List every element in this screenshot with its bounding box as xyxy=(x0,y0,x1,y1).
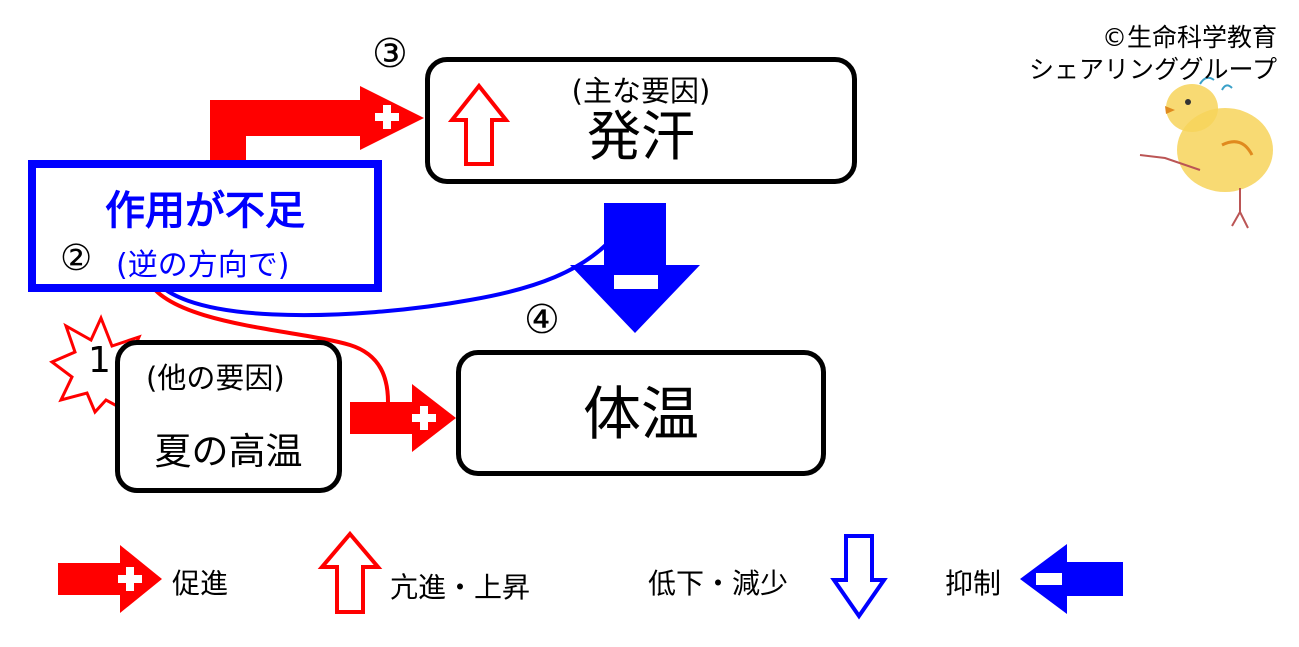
up-arrow-icon xyxy=(448,82,510,166)
legend-suppress-arrow-icon xyxy=(1020,544,1123,614)
promote-link-line xyxy=(146,279,390,403)
temperature-node: 体温 xyxy=(456,350,826,476)
sweat-number: ③ xyxy=(372,31,408,77)
sweat-node: (主な要因) 発汗 xyxy=(425,57,857,184)
temperature-number: ④ xyxy=(524,297,560,343)
legend-up-arrow-icon xyxy=(317,530,383,614)
insufficient-subtitle: (逆の方向で) xyxy=(116,248,290,283)
legend-promote-arrow-icon xyxy=(58,545,162,613)
legend-down-arrow-icon xyxy=(830,534,888,620)
insufficient-node: 作用が不足 ② (逆の方向で) xyxy=(28,160,382,292)
temperature-title: 体温 xyxy=(582,380,699,448)
heat-number: 1 xyxy=(88,340,111,381)
legend-decrease-label: 低下・減少 xyxy=(648,567,789,600)
legend-increase-label: 亢進・上昇 xyxy=(390,571,531,604)
credit-text: ©生命科学教育 シェアリンググループ xyxy=(1029,22,1277,86)
promote-arrow-to-temperature xyxy=(350,384,456,452)
suppress-link-line xyxy=(146,241,610,318)
chick-illustration xyxy=(1139,76,1273,229)
heat-subtitle: (他の要因) xyxy=(146,361,285,395)
sweat-title: 発汗 xyxy=(587,105,695,168)
insufficient-number: ② xyxy=(60,238,93,279)
insufficient-title: 作用が不足 xyxy=(105,188,305,234)
sweat-subtitle: (主な要因) xyxy=(571,74,711,108)
suppress-arrow-down xyxy=(570,203,700,333)
credit-line-2: シェアリンググループ xyxy=(1028,55,1277,84)
legend-promote-label: 促進 xyxy=(172,567,229,600)
heat-node: (他の要因) 夏の高温 xyxy=(115,340,342,493)
credit-line-1: ©生命科学教育 xyxy=(1101,23,1277,52)
promote-arrow-to-sweat xyxy=(210,86,424,160)
legend-suppress-label: 抑制 xyxy=(945,567,1002,600)
heat-title: 夏の高温 xyxy=(154,430,303,473)
